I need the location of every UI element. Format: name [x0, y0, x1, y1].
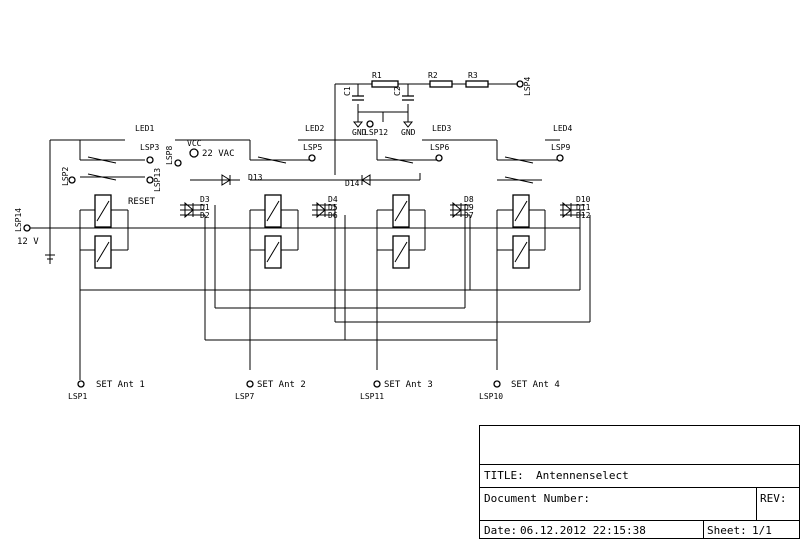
set-ant-4-label: SET Ant 4 — [511, 380, 560, 390]
r2-label: R2 — [428, 71, 438, 80]
c2-label: C2 — [393, 86, 402, 96]
c1-label: C1 — [343, 86, 352, 96]
lsp12-connector — [367, 121, 373, 127]
lsp3-connector — [147, 157, 153, 163]
lsp6-connector — [436, 155, 442, 161]
sheet-value: 1/1 — [752, 524, 772, 537]
d12-label: D12 — [576, 211, 591, 220]
date-label: Date: — [484, 524, 517, 537]
lsp11-connector — [374, 381, 380, 387]
lsp4-label: LSP4 — [523, 77, 532, 96]
d14-label: D14 — [345, 179, 360, 188]
vcc-value: 22 VAC — [202, 149, 235, 159]
lsp14-connector — [24, 225, 30, 231]
lsp8-label: LSP8 — [165, 146, 174, 165]
set-ant-2-label: SET Ant 2 — [257, 380, 306, 390]
relay-block-4: D10 D11 D12 — [497, 195, 591, 370]
lsp9-connector — [557, 155, 563, 161]
lsp9-label: LSP9 — [551, 143, 570, 152]
set-ant-3-label: SET Ant 3 — [384, 380, 433, 390]
r1-label: R1 — [372, 71, 382, 80]
r3-label: R3 — [468, 71, 478, 80]
lsp5-connector — [309, 155, 315, 161]
lsp5-label: LSP5 — [303, 143, 322, 152]
lsp14-label: LSP14 — [14, 208, 23, 232]
d6-label: D6 — [328, 211, 338, 220]
led4-label: LED4 — [553, 124, 572, 133]
reset-label: RESET — [128, 197, 156, 207]
title-block: TITLE: Antennenselect Document Number: R… — [480, 426, 800, 540]
sheet-label: Sheet: — [707, 524, 747, 537]
title-value: Antennenselect — [536, 469, 629, 482]
led1-label: LED1 — [135, 124, 154, 133]
lsp7-label: LSP7 — [235, 392, 254, 401]
lsp10-label: LSP10 — [479, 392, 503, 401]
resistor-r3 — [466, 81, 488, 87]
supply-value: 12 V — [17, 237, 39, 247]
set-ant-row: SET Ant 1 SET Ant 2 SET Ant 3 SET Ant 4 … — [68, 380, 560, 401]
led2-label: LED2 — [305, 124, 324, 133]
lsp1-connector — [78, 381, 84, 387]
lsp7-connector — [247, 381, 253, 387]
led3-label: LED3 — [432, 124, 451, 133]
gnd-label-2: GND — [401, 128, 416, 137]
lsp10-connector — [494, 381, 500, 387]
rc-network: R1 R2 R3 C1 C2 GND GND LSP4 LSP12 — [335, 71, 532, 175]
vcc-label: VCC — [187, 139, 202, 148]
title-label: TITLE: — [484, 469, 524, 482]
lsp8-connector — [175, 160, 181, 166]
vcc-terminal — [190, 149, 198, 157]
relay-block-2: D4 D5 D6 — [250, 195, 338, 370]
relay-block-1: D3 D1 D2 — [80, 195, 210, 290]
d13-label: D13 — [248, 173, 263, 182]
lsp1-label: LSP1 — [68, 392, 87, 401]
bus-lines — [80, 205, 590, 380]
lsp3-label: LSP3 — [140, 143, 159, 152]
relay-block-3: D8 D9 D7 — [377, 195, 474, 370]
resistor-r2 — [430, 81, 452, 87]
lsp6-label: LSP6 — [430, 143, 449, 152]
lsp13-label: LSP13 — [153, 168, 162, 192]
date-value: 06.12.2012 22:15:38 — [520, 524, 646, 537]
lsp12-label: LSP12 — [364, 128, 388, 137]
resistor-r1 — [372, 81, 398, 87]
set-ant-1-label: SET Ant 1 — [96, 380, 145, 390]
lsp2-label: LSP2 — [61, 167, 70, 186]
lsp11-label: LSP11 — [360, 392, 384, 401]
rev-label: REV: — [760, 492, 787, 505]
document-number-label: Document Number: — [484, 492, 590, 505]
